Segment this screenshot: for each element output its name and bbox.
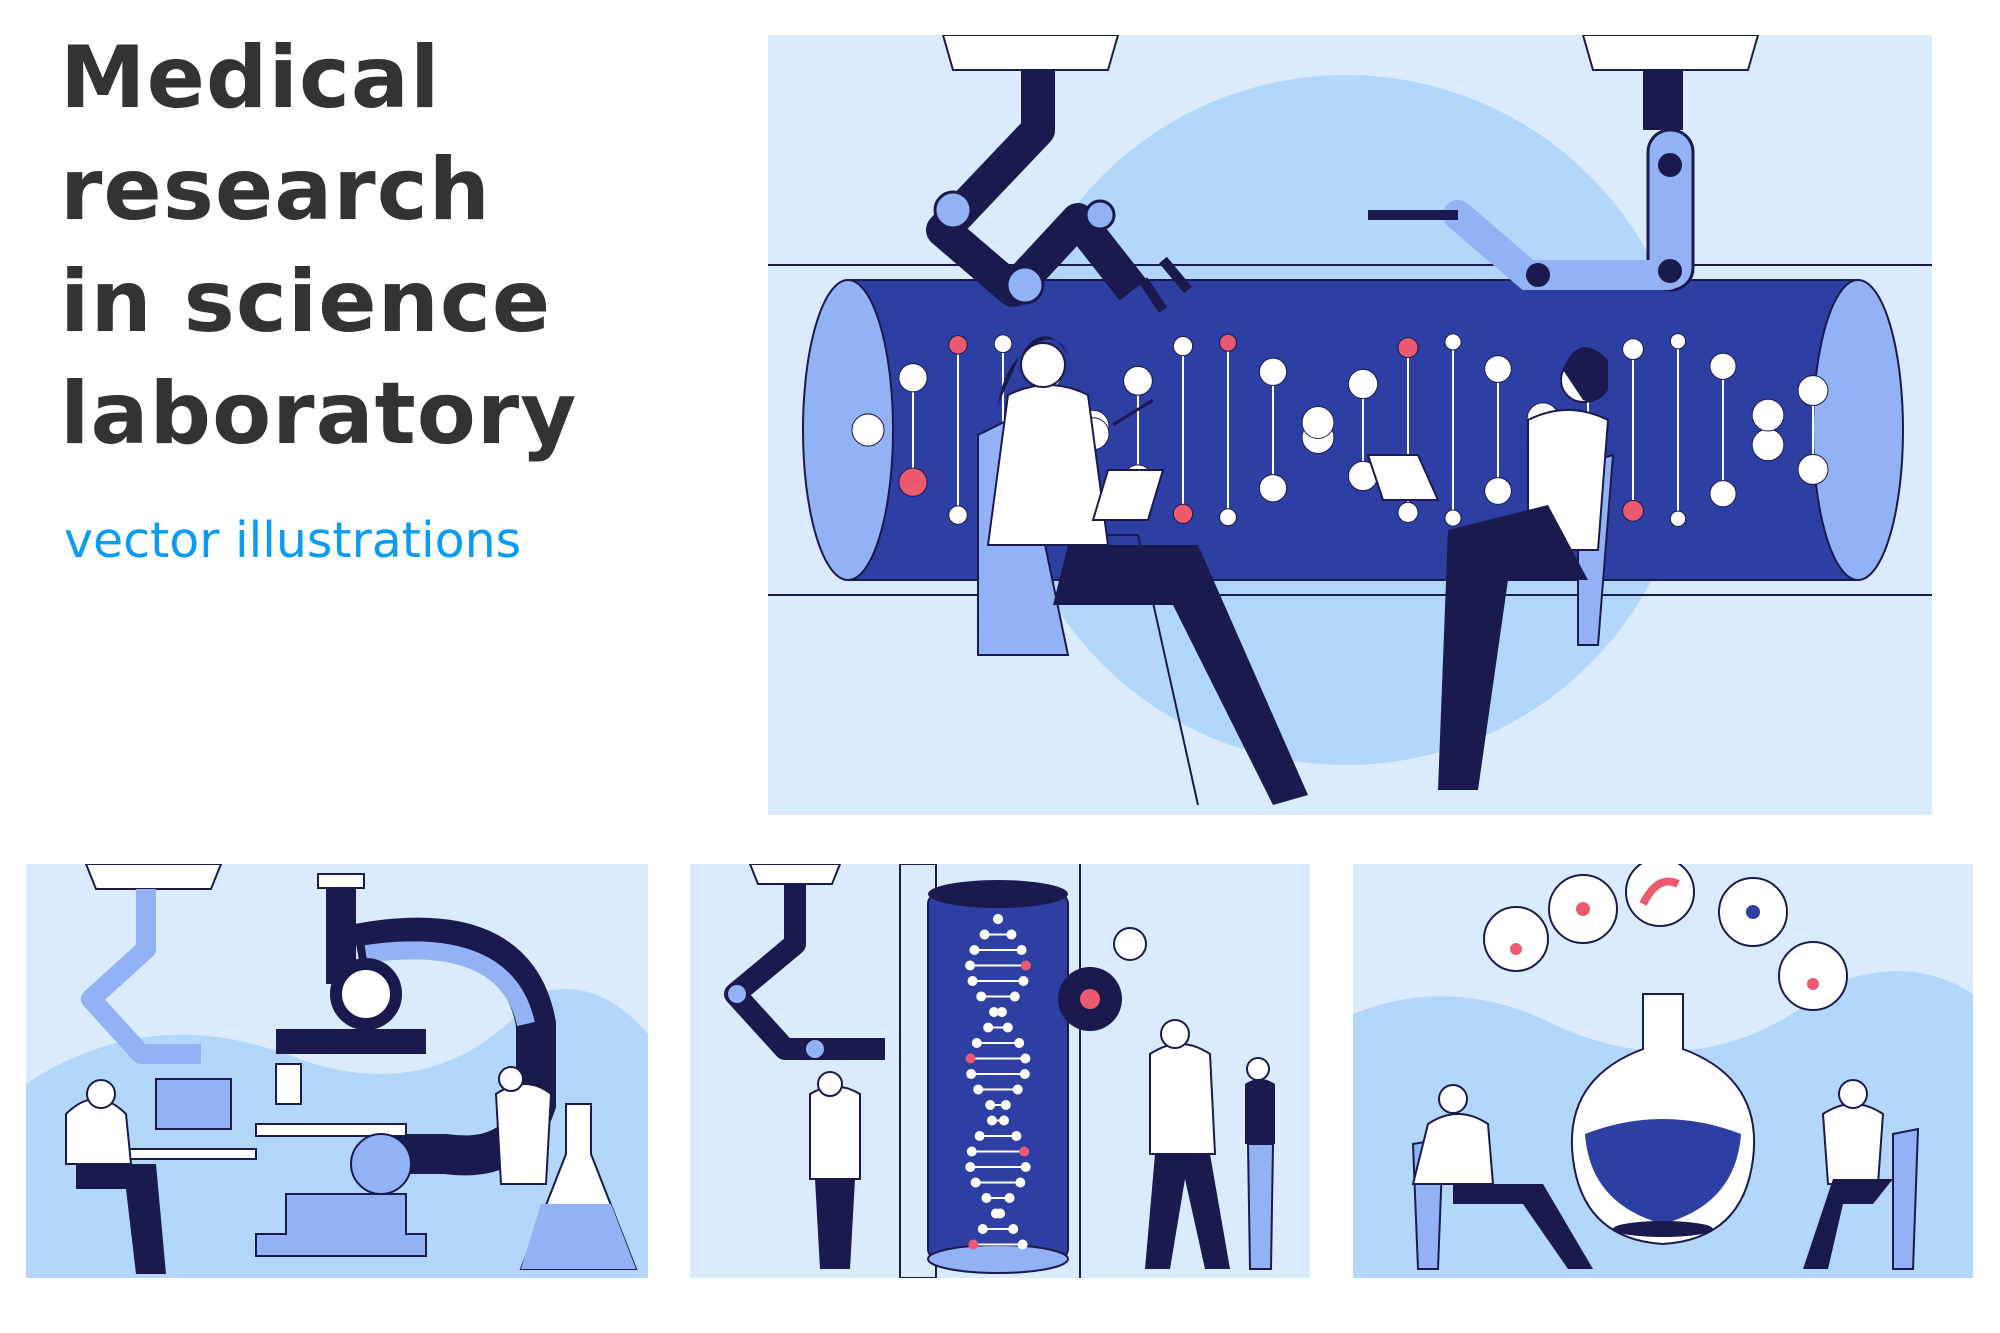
dna-node (1018, 976, 1029, 986)
dna-node (1009, 991, 1020, 1002)
dna-node (1012, 1084, 1023, 1095)
dna-node (1347, 368, 1379, 400)
dna-node (1444, 509, 1462, 527)
headline-line-2: research (60, 140, 491, 240)
dna-node (966, 1146, 977, 1157)
dna-node (970, 1177, 981, 1188)
subtitle: vector illustrations (64, 512, 522, 569)
dna-node (1002, 1022, 1013, 1033)
dna-node (971, 1038, 982, 1048)
dna-node (1709, 480, 1737, 508)
dna-node (1123, 365, 1153, 396)
dna-node (977, 1224, 988, 1234)
dna-node (1020, 1162, 1031, 1172)
dna-node (898, 467, 928, 497)
dna-node (1622, 338, 1644, 361)
dna-node (1219, 333, 1237, 352)
dna-node (1000, 1100, 1011, 1110)
dna-node (974, 1131, 985, 1141)
dna-node (1019, 1069, 1030, 1079)
dna-node (965, 1162, 976, 1172)
dna-node (973, 1084, 984, 1095)
dna-node (1258, 357, 1288, 386)
dna-node (1397, 337, 1419, 359)
dna-node (1020, 1053, 1031, 1064)
illustration-dna-column (690, 864, 1310, 1278)
dna-node (1014, 1038, 1025, 1048)
dna-node (1017, 1239, 1028, 1250)
headline-line-1: Medical (60, 28, 441, 128)
dna-node (1669, 510, 1687, 527)
dna-node (1019, 1146, 1030, 1157)
dna-node (965, 960, 976, 971)
dna-node (989, 1007, 1000, 1017)
dna-node (985, 1100, 996, 1110)
dna-node (851, 413, 885, 447)
dna-node (967, 976, 978, 986)
dna-node (979, 929, 990, 940)
dna-node (999, 1115, 1010, 1126)
main-illustration-dna-lab (768, 35, 1932, 815)
dna-node (1004, 1193, 1015, 1203)
dna-node (1008, 1224, 1019, 1234)
dna-node (993, 334, 1013, 354)
dna-node (1258, 474, 1288, 503)
dna-node (1172, 503, 1194, 524)
headline: Medical research in science laboratory (60, 22, 577, 470)
headline-line-3: in science (60, 252, 552, 352)
dna-node (1797, 375, 1829, 407)
dna-node (1484, 477, 1512, 505)
dna-helix-vertical (965, 914, 1031, 1250)
dna-node (1751, 428, 1785, 462)
dna-node (981, 1193, 992, 1203)
dna-node (986, 1115, 997, 1126)
dna-node (1444, 333, 1462, 351)
dna-node (1011, 1131, 1022, 1141)
dna-node (965, 1053, 976, 1064)
dna-node (1484, 355, 1512, 383)
dna-node (1669, 333, 1687, 350)
dna-node (1219, 508, 1237, 527)
dna-node (1020, 960, 1031, 971)
dna-node (993, 914, 1003, 924)
dna-node (1016, 945, 1027, 955)
dna-node (1797, 453, 1829, 485)
dna-node (1622, 499, 1644, 522)
dna-node (1709, 352, 1737, 380)
dna-node (996, 1007, 1007, 1017)
dna-node (966, 1069, 977, 1079)
dna-node (990, 1208, 1001, 1219)
dna-node (1006, 929, 1017, 940)
dna-node (983, 1022, 994, 1033)
dna-node (898, 363, 928, 393)
dna-node (1172, 336, 1194, 357)
illustration-flask-molecules (1353, 864, 1973, 1278)
dna-node (968, 1239, 979, 1250)
dna-node (1397, 501, 1419, 523)
dna-node (976, 991, 987, 1002)
dna-node (948, 335, 968, 355)
dna-node (1015, 1177, 1026, 1188)
illustration-microscope-lab (26, 864, 648, 1278)
dna-node (948, 505, 968, 525)
dna-node (1751, 398, 1785, 432)
dna-node (969, 945, 980, 955)
headline-line-4: laboratory (60, 364, 578, 464)
dna-node (1301, 406, 1335, 439)
